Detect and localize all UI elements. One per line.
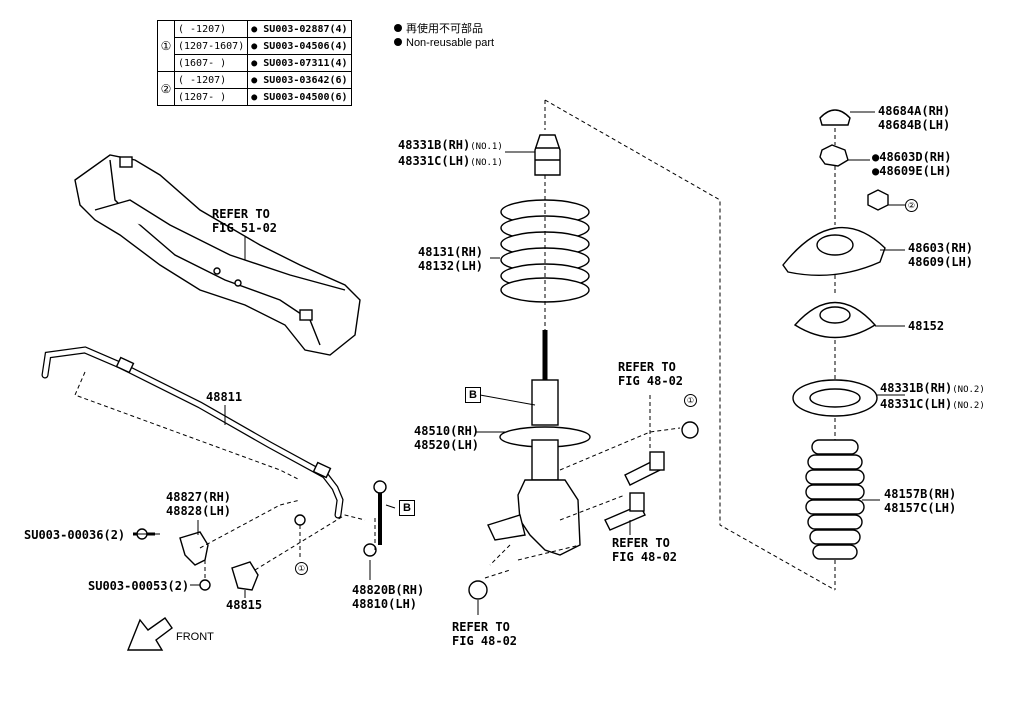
leader-lines-center — [484, 99, 836, 591]
bracket-drawing — [133, 514, 306, 591]
dust-boot-drawing — [805, 439, 865, 560]
stabilizer-bar-drawing — [41, 346, 344, 519]
label-bump-stopper: 48331B(RH)(NO.1) 48331C(LH)(NO.1) — [398, 138, 503, 168]
legend-line-jp: 再使用不可部品 — [394, 22, 494, 36]
label-bushing: 48815 — [226, 598, 263, 612]
leader-lines-left — [74, 371, 376, 580]
label-dust-boot: 48157B(RH)48157C(LH) — [884, 487, 957, 515]
label-seat: 48152 — [908, 319, 945, 333]
leader-lines-solid-left — [133, 236, 396, 598]
label-coil-spring: 48131(RH)48132(LH) — [418, 245, 484, 273]
label-cap: 48684A(RH)48684B(LH) — [878, 104, 951, 132]
label-support: 48603(RH)48609(LH) — [908, 241, 974, 269]
table-row: ① ( -1207) ● SU003-02887(4) — [157, 20, 352, 72]
legend: 再使用不可部品 Non-reusable part — [394, 22, 494, 50]
label-stabilizer-link: 48820B(RH)48810(LH) — [352, 583, 425, 611]
serial-range: (1207- ) — [173, 88, 249, 106]
front-label: FRONT — [176, 631, 214, 643]
strut-drawing — [487, 330, 591, 556]
front-arrow-icon — [126, 617, 173, 651]
bullet-icon — [394, 24, 402, 32]
label-bolt: SU003-00036(2) — [24, 528, 126, 542]
top-support-parts-drawing — [782, 109, 889, 417]
callout-circle-2: ② — [905, 199, 918, 212]
bullet-icon — [394, 38, 402, 46]
stabilizer-link-drawing — [363, 480, 387, 557]
table-row: (1207-1607) ● SU003-04506(4) — [158, 37, 352, 55]
parts-table: ① ( -1207) ● SU003-02887(4) (1207-1607) … — [157, 20, 352, 106]
label-strut: 48510(RH)48520(LH) — [414, 424, 480, 452]
callout-circle-1: ① — [684, 394, 697, 407]
crossmember-drawing — [74, 154, 361, 356]
callout-circle-1: ① — [295, 562, 308, 575]
label-stabilizer-bar: 48811 — [206, 390, 243, 404]
label-insulator: 48331B(RH)(NO.2) 48331C(LH)(NO.2) — [880, 381, 985, 411]
reference-box-b: B — [465, 387, 481, 403]
label-bracket: 48827(RH)48828(LH) — [166, 490, 232, 518]
reference-box-b: B — [399, 500, 415, 516]
legend-line-en: Non-reusable part — [394, 36, 494, 50]
table-row: (1207- ) ● SU003-04500(6) — [158, 88, 352, 106]
table-row: ② ( -1207) ● SU003-03642(6) — [157, 71, 352, 106]
part-number: ● SU003-04500(6) — [247, 88, 352, 106]
coil-spring-drawing — [500, 199, 590, 303]
leader-lines-solid-center — [475, 151, 631, 615]
bump-stopper-drawing — [534, 134, 561, 176]
label-nut: SU003-00053(2) — [88, 579, 190, 593]
bolts-drawing — [468, 421, 699, 600]
leader-lines-solid-right — [848, 111, 905, 501]
label-top-nut: ●48603D(RH)●48609E(LH) — [872, 150, 952, 178]
